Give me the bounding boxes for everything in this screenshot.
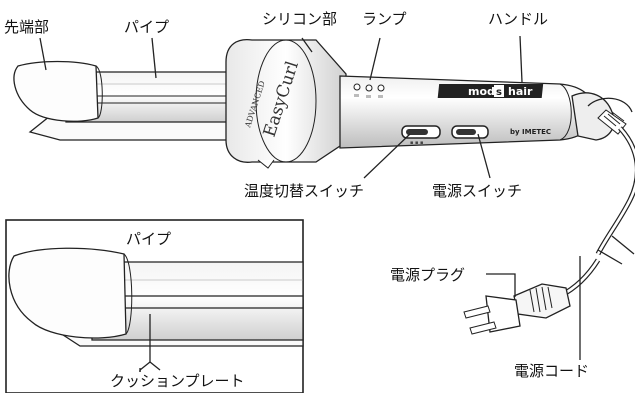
label-power-cord: 電源コード <box>514 362 589 380</box>
label-cushion-plate: クッションプレート <box>110 372 245 390</box>
label-power-switch: 電源スイッチ <box>432 182 522 200</box>
lamp-2 <box>365 84 373 92</box>
lamp-3 <box>377 84 385 92</box>
badge-text-s: s <box>496 87 502 98</box>
badge-text-mod: mod <box>468 85 495 98</box>
badge-text-hair: hair <box>508 85 533 98</box>
lamp-1 <box>353 83 361 91</box>
label-power-plug: 電源プラグ <box>390 266 465 284</box>
label-tip: 先端部 <box>4 18 49 36</box>
label-silicone: シリコン部 <box>262 10 337 28</box>
temp-switch-marks: ▪ ▪ ▪ <box>410 140 423 146</box>
label-inset-pipe: パイプ <box>126 230 171 248</box>
power-cord <box>595 126 635 256</box>
label-handle: ハンドル <box>488 10 548 28</box>
label-lamp: ランプ <box>362 10 407 28</box>
leader-lines <box>39 35 581 360</box>
label-pipe: パイプ <box>124 18 169 36</box>
label-temperature-switch: 温度切替スイッチ <box>244 182 364 200</box>
handle-badge <box>437 84 544 98</box>
inset-leader-lines <box>139 314 161 372</box>
tip-cap <box>13 60 99 122</box>
maker-text: by IMETEC <box>510 128 551 136</box>
inset-pipe-closeup <box>8 247 304 347</box>
